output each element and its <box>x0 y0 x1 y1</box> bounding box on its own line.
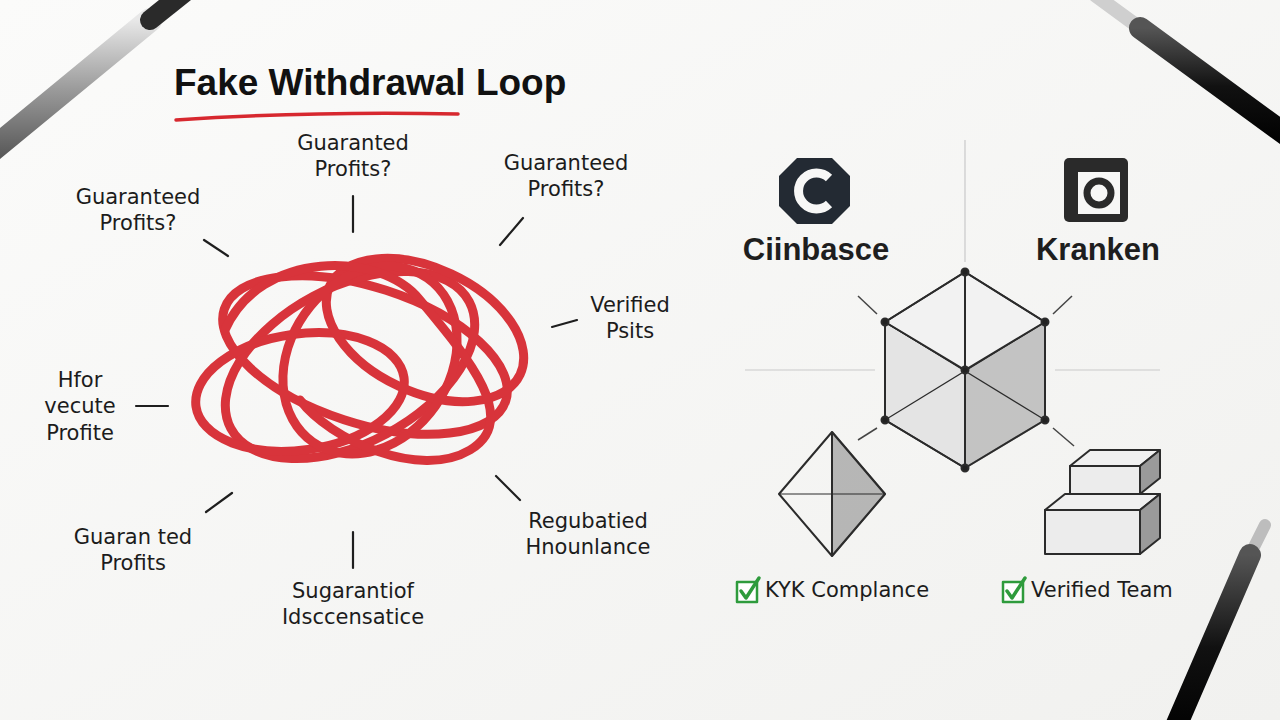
pyramid-edge <box>779 494 885 495</box>
check-item-label: KYK Complance <box>765 578 929 602</box>
leader-line <box>206 493 232 512</box>
check-item-label: Verified Team <box>1031 578 1173 602</box>
tangled-loop <box>188 229 546 497</box>
callout-label: Regubatied Hnounlance <box>513 508 663 561</box>
check-marks <box>737 578 1025 602</box>
check-tick <box>741 578 759 598</box>
callout-label: Guaranteed Profits? <box>53 184 223 237</box>
stacked-boxes-sketch <box>1045 450 1160 554</box>
logo-ring <box>1087 181 1111 205</box>
pen-barrel <box>1170 555 1250 720</box>
leader-lines <box>136 196 577 568</box>
callout-label: Guaran ted Profits <box>58 524 208 577</box>
logo-letter-mark <box>799 173 829 209</box>
callout-label: Guaranted Profits? <box>268 130 438 183</box>
cube-edge <box>885 322 1045 420</box>
pen-cap <box>150 0 200 20</box>
leader-line <box>496 476 520 500</box>
tick-line <box>858 428 877 440</box>
box-front <box>1045 510 1140 554</box>
cube-vertex <box>962 269 969 276</box>
tick-line <box>858 296 877 314</box>
cube-vertex <box>962 367 969 374</box>
box-side <box>1140 450 1160 494</box>
pyramid-outline <box>779 432 885 556</box>
cube-vertex <box>882 319 889 326</box>
leader-line <box>352 196 354 232</box>
check-tick <box>1007 578 1025 598</box>
tick-line <box>1053 428 1074 446</box>
cube-edge <box>885 322 1045 420</box>
guide-line <box>745 369 875 370</box>
callout-label: Verified Psits <box>578 292 682 345</box>
coinbase-like-logo <box>779 158 850 224</box>
pen-barrel <box>0 20 150 160</box>
pen-bottom-right <box>1170 525 1265 720</box>
tick-line <box>1053 296 1072 314</box>
cube-vertex <box>962 465 969 472</box>
brand-name: Kranken <box>993 232 1203 268</box>
diagram-title: Fake Withdrawal Loop <box>174 62 566 104</box>
cube-vertex <box>1042 319 1049 326</box>
cube-sketch <box>882 269 1049 472</box>
cube-vertex <box>1042 417 1049 424</box>
pyramid-sketch <box>779 432 885 556</box>
callout-label: Sugarantiof Idsccensatice <box>258 578 448 631</box>
box-side <box>1140 494 1160 554</box>
cube-outline <box>885 272 1045 468</box>
callout-label: Guaranteed Profits? <box>481 150 651 203</box>
callout-label: Hfor vecute Profite <box>32 367 128 446</box>
kraken-like-logo <box>1064 158 1128 222</box>
loop-strand <box>188 320 412 464</box>
logo-octagon <box>779 158 850 224</box>
leader-line <box>352 532 354 568</box>
box-front <box>1070 466 1140 494</box>
loop-strand <box>225 266 491 461</box>
title-underline <box>176 113 458 120</box>
pen-barrel <box>1140 28 1280 145</box>
pen-top-left <box>0 0 200 160</box>
brand-name: Ciinbasce <box>711 232 921 268</box>
leader-line <box>204 240 228 256</box>
cube-ticks <box>858 296 1074 446</box>
leader-line <box>500 218 523 245</box>
guide-line <box>1055 369 1160 370</box>
loop-strand <box>304 229 547 430</box>
cube-vertex <box>882 417 889 424</box>
pen-top-right <box>1095 0 1280 145</box>
logo-inner-square <box>1078 172 1120 214</box>
loop-strand <box>194 233 506 497</box>
logo-square <box>1064 158 1128 222</box>
leader-line <box>552 320 577 327</box>
leader-line <box>136 405 168 407</box>
guide-line <box>964 140 965 262</box>
